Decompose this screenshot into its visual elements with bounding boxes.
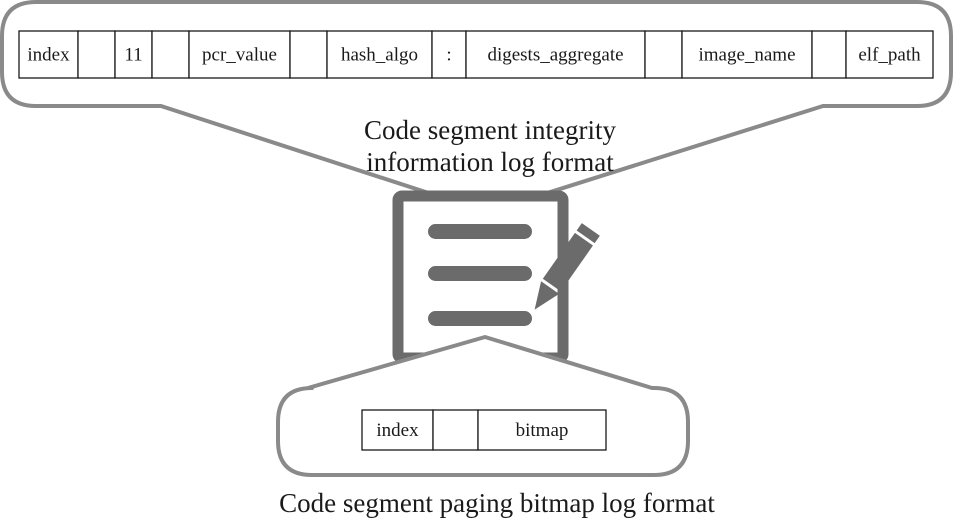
integrity-log-cell-image-name: image_name — [681, 30, 813, 79]
integrity-log-field-label: 11 — [124, 45, 142, 66]
bitmap-log-cell-box — [477, 409, 607, 451]
bitmap-log-cell-bitmap: bitmap — [477, 409, 607, 451]
integrity-log-cell-digests-aggregate: digests_aggregate — [465, 30, 646, 79]
integrity-log-field-label: image_name — [698, 45, 795, 66]
bitmap-log-fields: index bitmap — [361, 409, 607, 451]
integrity-log-cell-box — [644, 30, 683, 79]
bottom-callout-bubble — [276, 335, 690, 477]
integrity-log-fields: index 11 pcr_value hash_algo: digests_aggreg… — [18, 30, 934, 79]
integrity-log-cell-box — [77, 30, 116, 79]
document-line-3 — [428, 311, 532, 326]
top-caption-line-2: information log format — [366, 147, 614, 177]
bottom-caption: Code segment paging bitmap log format — [279, 488, 715, 518]
pencil-icon — [534, 223, 600, 310]
integrity-log-cell-box — [18, 30, 79, 79]
integrity-log-cell-box — [811, 30, 847, 79]
integrity-log-cell-hash-algo: hash_algo — [326, 30, 433, 79]
integrity-log-field-label: digests_aggregate — [487, 45, 623, 66]
bitmap-log-cell-box — [432, 409, 479, 451]
integrity-log-cell-blank-11 — [811, 30, 847, 79]
integrity-log-cell-blank-1 — [77, 30, 116, 79]
bitmap-log-cell-box — [361, 409, 434, 451]
bitmap-log-field-label: bitmap — [516, 420, 569, 441]
integrity-log-cell-box — [289, 30, 328, 79]
integrity-log-cell-box — [114, 30, 153, 79]
integrity-log-cell-box — [681, 30, 813, 79]
integrity-log-cell-index: index — [18, 30, 79, 79]
document-line-1 — [428, 224, 532, 239]
bitmap-log-field-label: index — [376, 420, 419, 441]
integrity-log-field-label: pcr_value — [202, 45, 277, 66]
integrity-log-cell-elf-path: elf_path — [845, 30, 934, 79]
integrity-log-cell-pcr-value: pcr_value — [188, 30, 291, 79]
integrity-log-cell-blank-9 — [644, 30, 683, 79]
integrity-log-cell-blank-3 — [151, 30, 190, 79]
document-edit-icon — [392, 190, 600, 364]
document-line-2 — [428, 266, 532, 281]
integrity-log-cell-box — [151, 30, 190, 79]
integrity-log-field-label: elf_path — [858, 45, 921, 66]
integrity-log-cell-blank-5 — [289, 30, 328, 79]
integrity-log-field-label: hash_algo — [341, 45, 418, 66]
integrity-log-field-label: : — [446, 45, 451, 66]
bitmap-log-cell-blank-1 — [432, 409, 479, 451]
integrity-log-cell-box — [845, 30, 934, 79]
top-caption-line-1: Code segment integrity — [364, 115, 616, 145]
integrity-log-cell--: : — [431, 30, 467, 79]
bitmap-log-cell-index: index — [361, 409, 434, 451]
integrity-log-cell-box — [465, 30, 646, 79]
integrity-log-cell-11: 11 — [114, 30, 153, 79]
integrity-log-field-label: index — [27, 45, 70, 66]
